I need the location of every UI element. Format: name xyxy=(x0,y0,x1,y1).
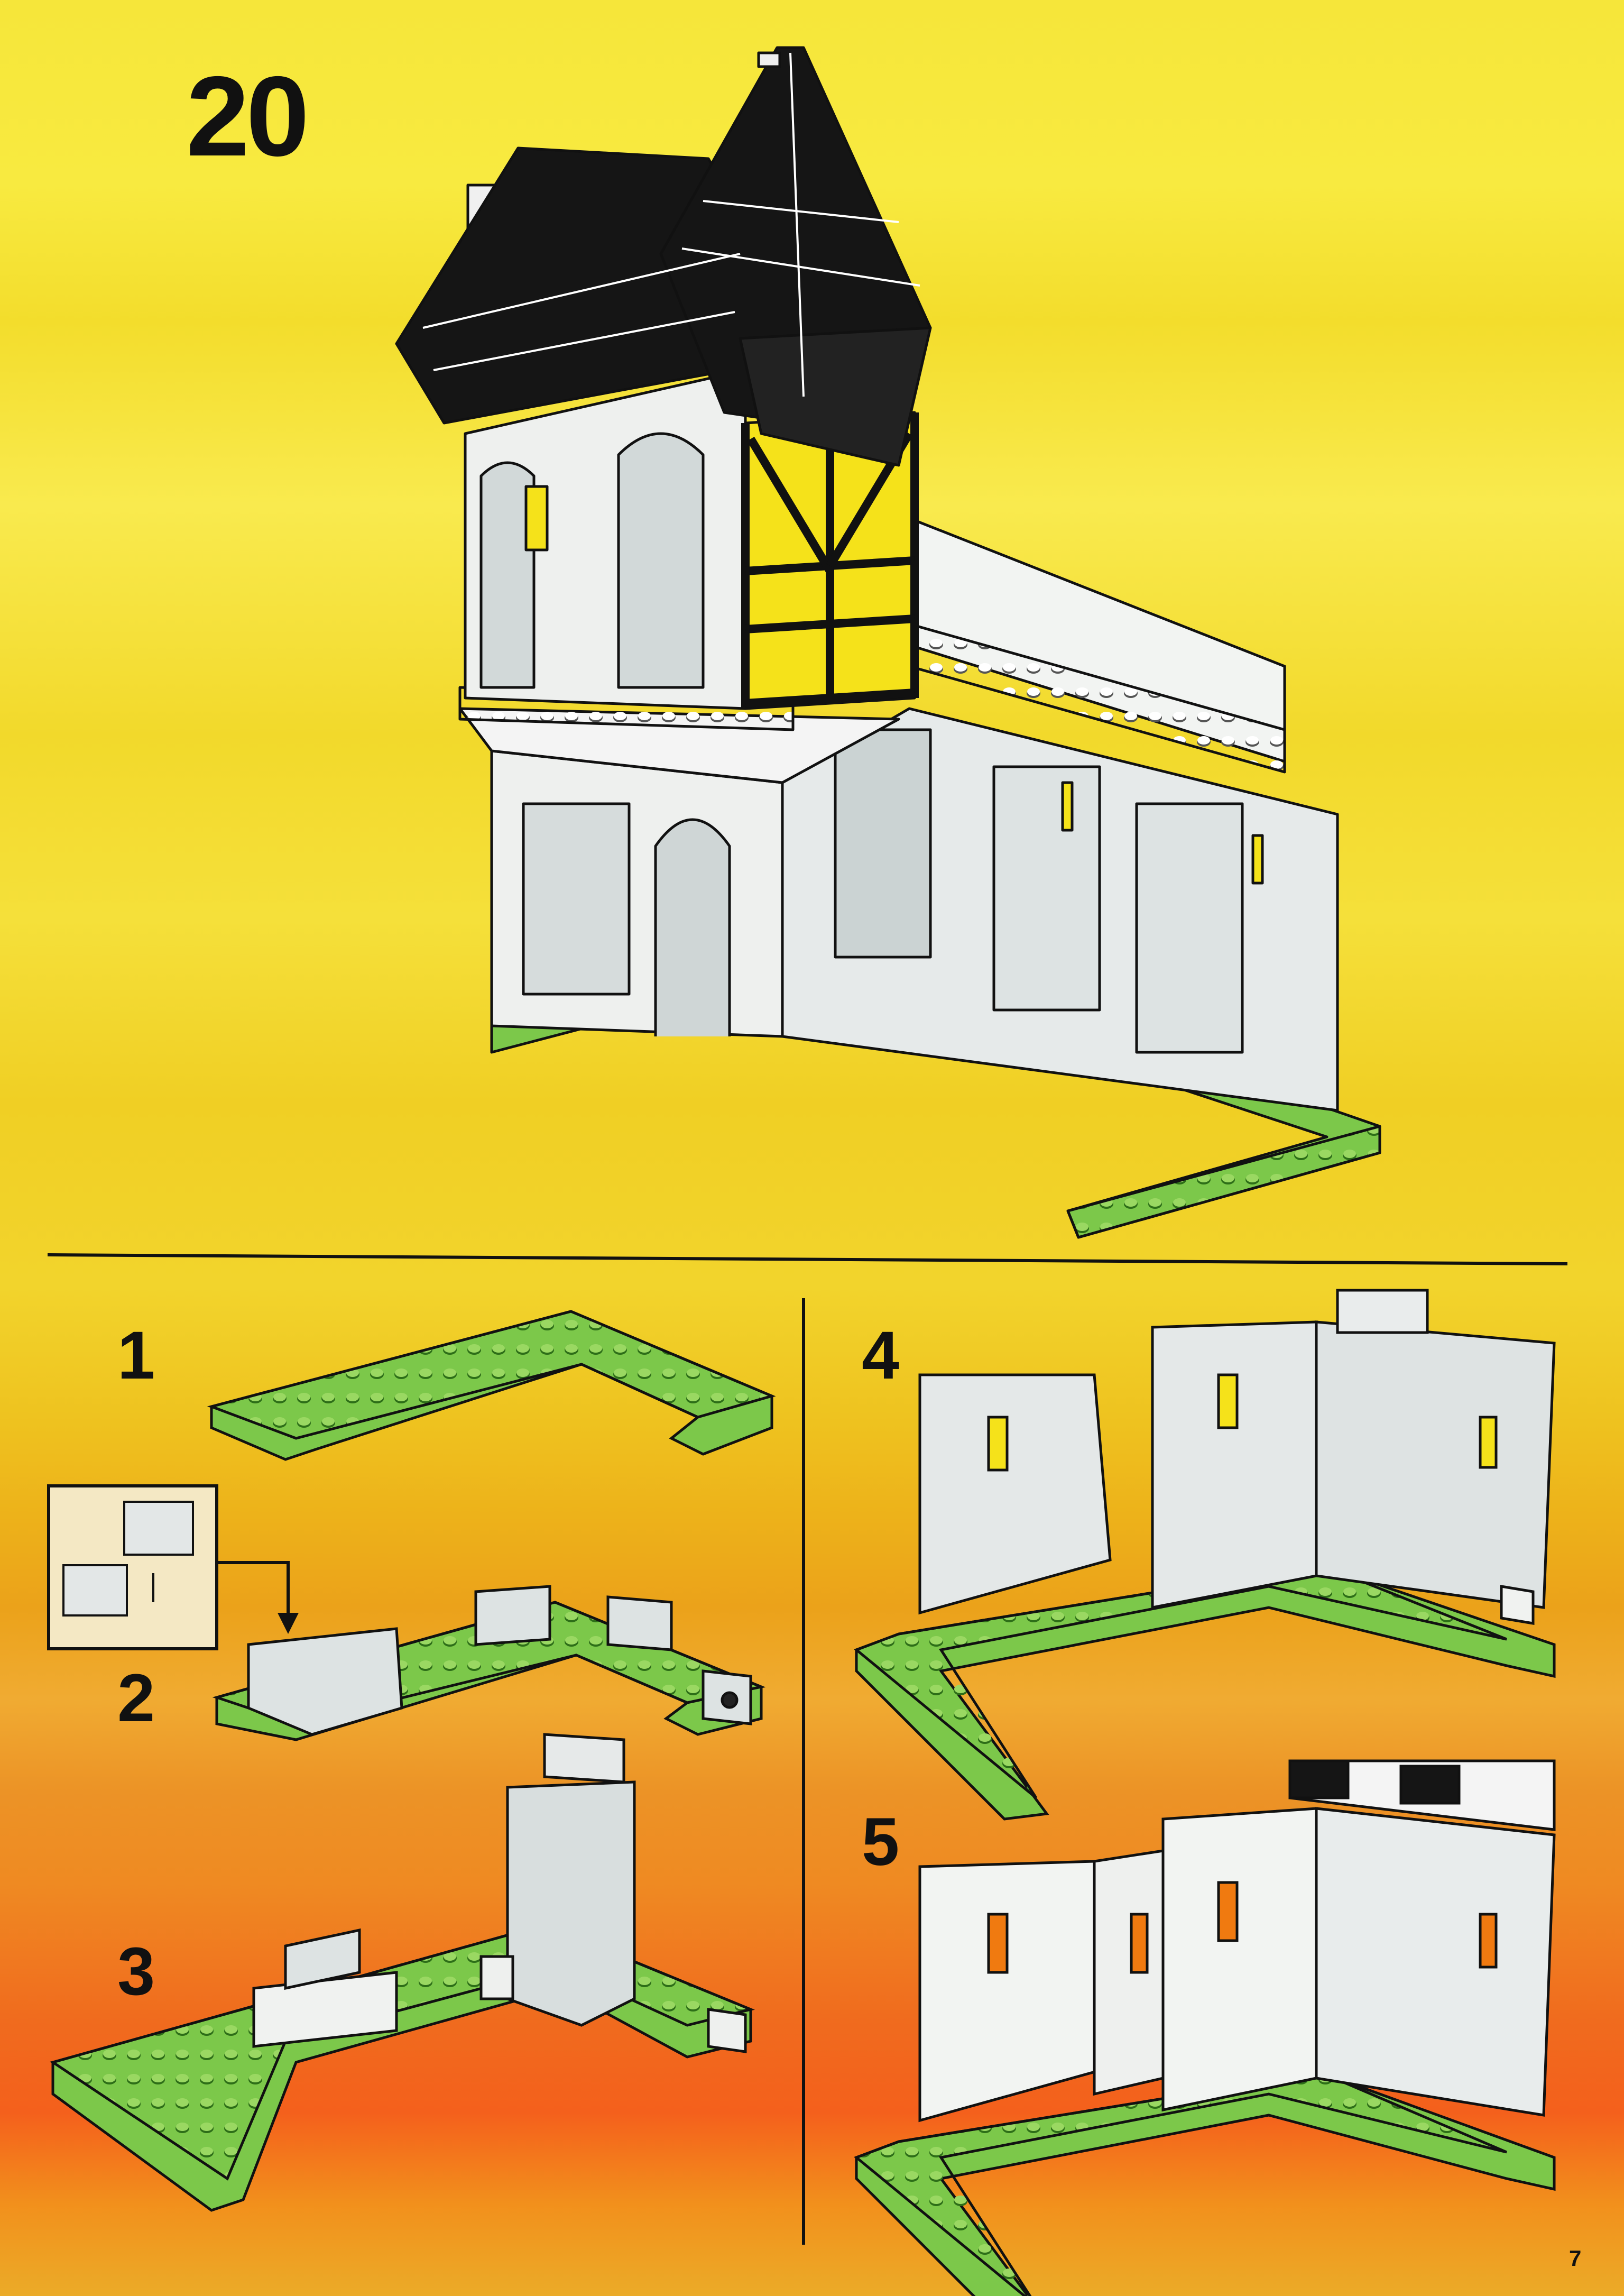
step5-walls xyxy=(854,1759,1556,2296)
step1-baseplate xyxy=(207,1310,776,1461)
sub-step-number-3: 3 xyxy=(117,1934,155,2009)
castle-tower-model xyxy=(395,46,1381,1239)
step2-bricks xyxy=(212,1585,766,1741)
sub-step-number-5: 5 xyxy=(862,1804,900,1880)
step2-inset-callout xyxy=(47,1484,299,1650)
main-step-number: 20 xyxy=(186,52,309,180)
step4-walls xyxy=(854,1289,1556,1821)
sub-step-number-2: 2 xyxy=(117,1660,155,1736)
step3-bricks xyxy=(50,1733,755,2212)
page-number: 7 xyxy=(1569,2246,1582,2271)
sub-step-number-4: 4 xyxy=(862,1318,900,1393)
horizontal-divider xyxy=(47,1253,1568,1265)
sub-step-number-1: 1 xyxy=(117,1318,155,1393)
